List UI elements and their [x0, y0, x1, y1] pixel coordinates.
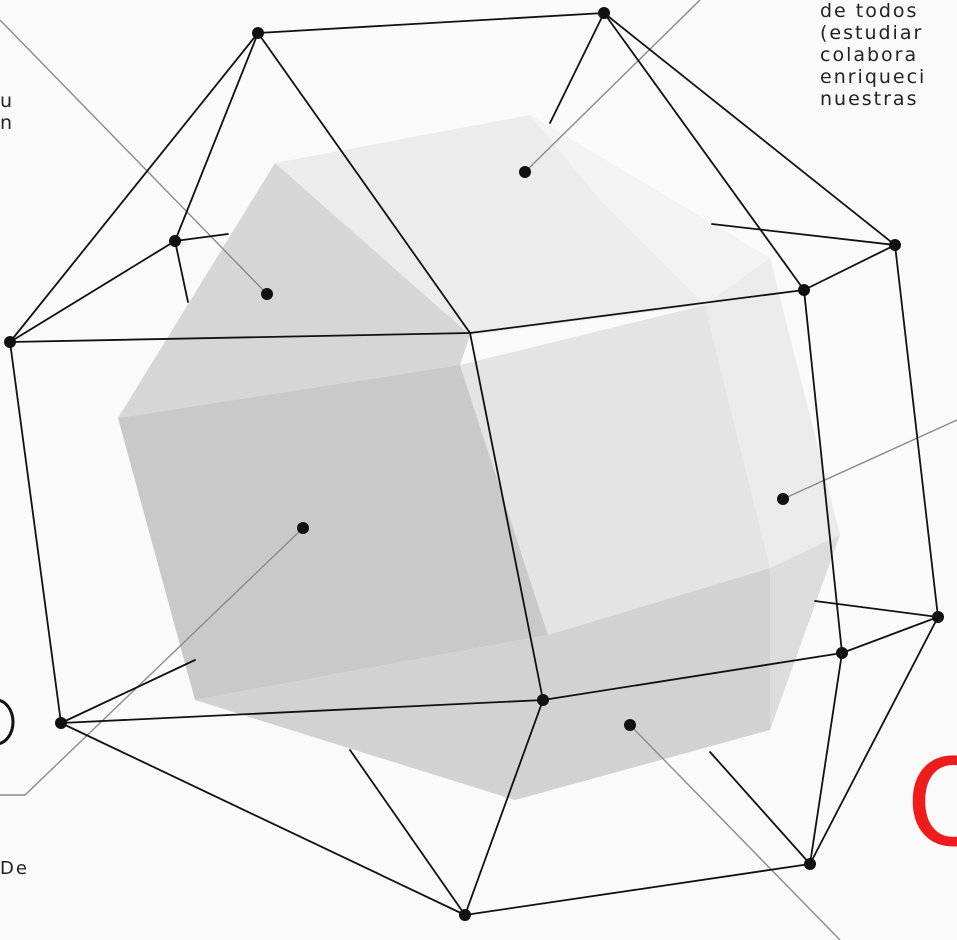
edge [61, 660, 195, 723]
vertex [836, 647, 848, 659]
edge [175, 234, 228, 241]
face-marker-upper-left[interactable] [261, 288, 273, 300]
edge [10, 342, 61, 723]
face-marker-right[interactable] [777, 493, 789, 505]
vertex [889, 239, 901, 251]
face-marker-top[interactable] [519, 166, 531, 178]
leader-line-bottom [630, 725, 840, 940]
vertex [932, 611, 944, 623]
left-edge-icon [0, 693, 18, 751]
solid-faces [118, 115, 840, 800]
vertex [804, 858, 816, 870]
vertex [4, 336, 16, 348]
vertex [598, 7, 610, 19]
face-marker-front-left[interactable] [297, 522, 309, 534]
edge [842, 617, 938, 653]
paragraph-line: enriqueci [820, 66, 926, 88]
edge [710, 752, 810, 864]
paragraph-line: (estudiar [820, 22, 926, 44]
face-bottom-right [770, 535, 840, 730]
edge [258, 13, 604, 33]
paragraph-line: nuestras [820, 88, 926, 110]
edge [550, 13, 604, 123]
circle-outline-icon [0, 693, 18, 751]
vertex [252, 27, 264, 39]
edge [465, 864, 810, 915]
left-bottom-text-fragment: De [0, 858, 29, 880]
paragraph-line: colabora [820, 44, 926, 66]
accent-heading-letter: O [906, 745, 957, 865]
edge [175, 33, 258, 241]
edge [804, 245, 895, 290]
edge [10, 241, 175, 342]
edge [175, 241, 188, 302]
vertex [537, 694, 549, 706]
face-marker-bottom[interactable] [624, 719, 636, 731]
leader-line-upper-left [0, 20, 267, 294]
left-text-fragment: u [0, 90, 18, 112]
edge [815, 601, 938, 617]
left-text-fragment: n [0, 112, 18, 134]
vertex [55, 717, 67, 729]
vertex [798, 284, 810, 296]
vertex [459, 909, 471, 921]
vertex [169, 235, 181, 247]
paragraph-line: de todos [820, 0, 926, 22]
